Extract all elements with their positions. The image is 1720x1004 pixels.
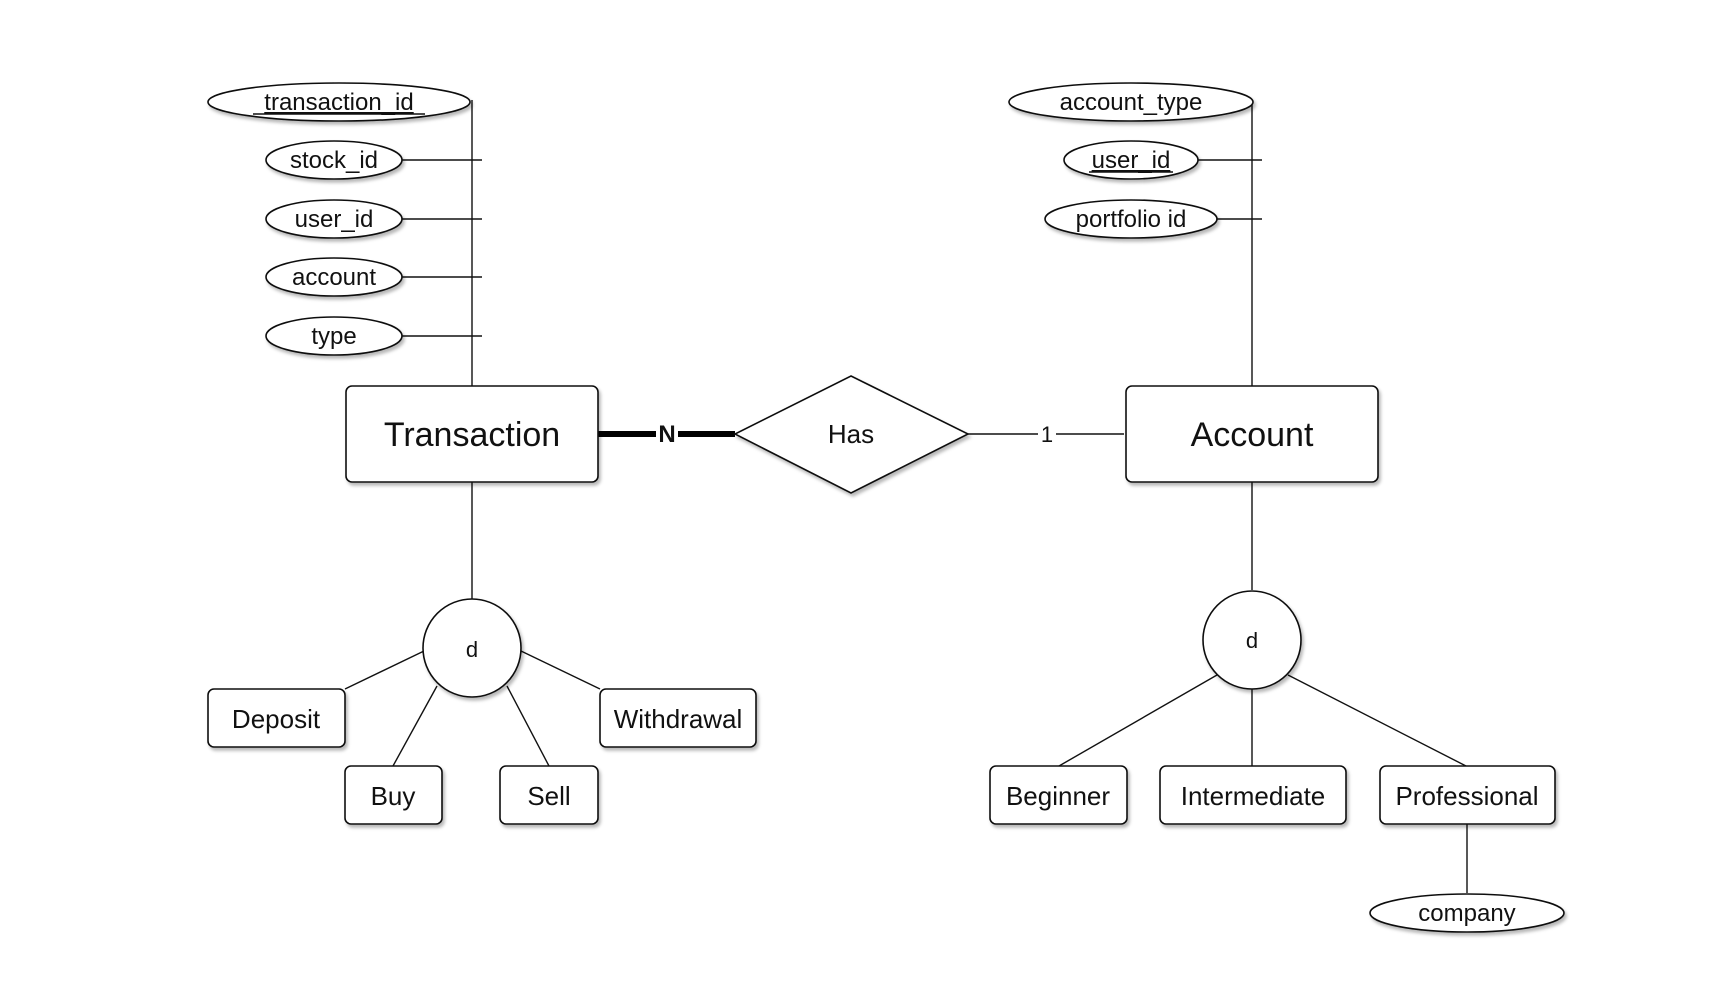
entity-transaction [345,385,599,483]
cardinality-1-label: 1 [1041,422,1053,447]
account-disjoint-circle [1202,590,1302,690]
attribute-stock-id-label: stock_id [290,147,378,174]
attribute-account-type-label: account_type [1060,89,1203,116]
subtype-deposit-label: Deposit [232,704,321,734]
cardinality-n: N [656,420,678,448]
attribute-account [265,257,403,297]
disjoint-to-withdrawal-line [520,650,601,690]
attribute-stock-id [265,140,403,180]
attribute-type [265,316,403,356]
attribute-type-label: type [311,323,356,350]
subtype-sell [499,765,599,825]
account-disjoint-symbol: d [1246,628,1258,653]
entity-transaction-label: Transaction [384,416,560,454]
attribute-transaction-id [207,82,471,122]
attribute-portfolio-id [1044,199,1218,239]
subtype-intermediate-label: Intermediate [1181,781,1326,811]
subtype-professional [1379,765,1556,825]
disjoint-to-beginner-line [1058,674,1218,767]
entity-account-label: Account [1191,416,1314,454]
disjoint-to-sell-line [506,685,550,767]
attribute-account-user-id-label: user_id [1092,147,1171,174]
transaction-disjoint-circle [422,598,522,698]
subtype-buy [344,765,443,825]
attribute-transaction-id-label: transaction_id [264,89,413,116]
subtype-professional-label: Professional [1395,781,1538,811]
entity-account [1125,385,1379,483]
subtype-beginner-label: Beginner [1006,781,1110,811]
subtype-deposit [207,688,346,748]
attribute-user-id [265,199,403,239]
disjoint-to-buy-line [392,685,438,767]
relationship-has-label: Has [828,419,874,449]
attribute-portfolio-id-label: portfolio id [1076,206,1187,233]
subtype-beginner [989,765,1128,825]
disjoint-to-deposit-line [344,650,425,690]
cardinality-n-label: N [658,421,675,448]
subtype-sell-label: Sell [527,781,570,811]
attribute-account-label: account [292,264,376,291]
attribute-account-type [1008,82,1254,122]
subtype-buy-label: Buy [371,781,416,811]
relationship-has [733,375,970,494]
subtype-intermediate [1159,765,1347,825]
subtype-withdrawal [599,688,757,748]
transaction-disjoint-symbol: d [466,637,478,662]
attribute-company-label: company [1418,900,1515,927]
attribute-user-id-label: user_id [295,206,374,233]
attribute-company [1369,893,1565,933]
subtype-withdrawal-label: Withdrawal [614,704,743,734]
attribute-account-user-id [1063,140,1199,180]
disjoint-to-professional-line [1287,674,1467,767]
cardinality-1: 1 [1038,420,1056,448]
